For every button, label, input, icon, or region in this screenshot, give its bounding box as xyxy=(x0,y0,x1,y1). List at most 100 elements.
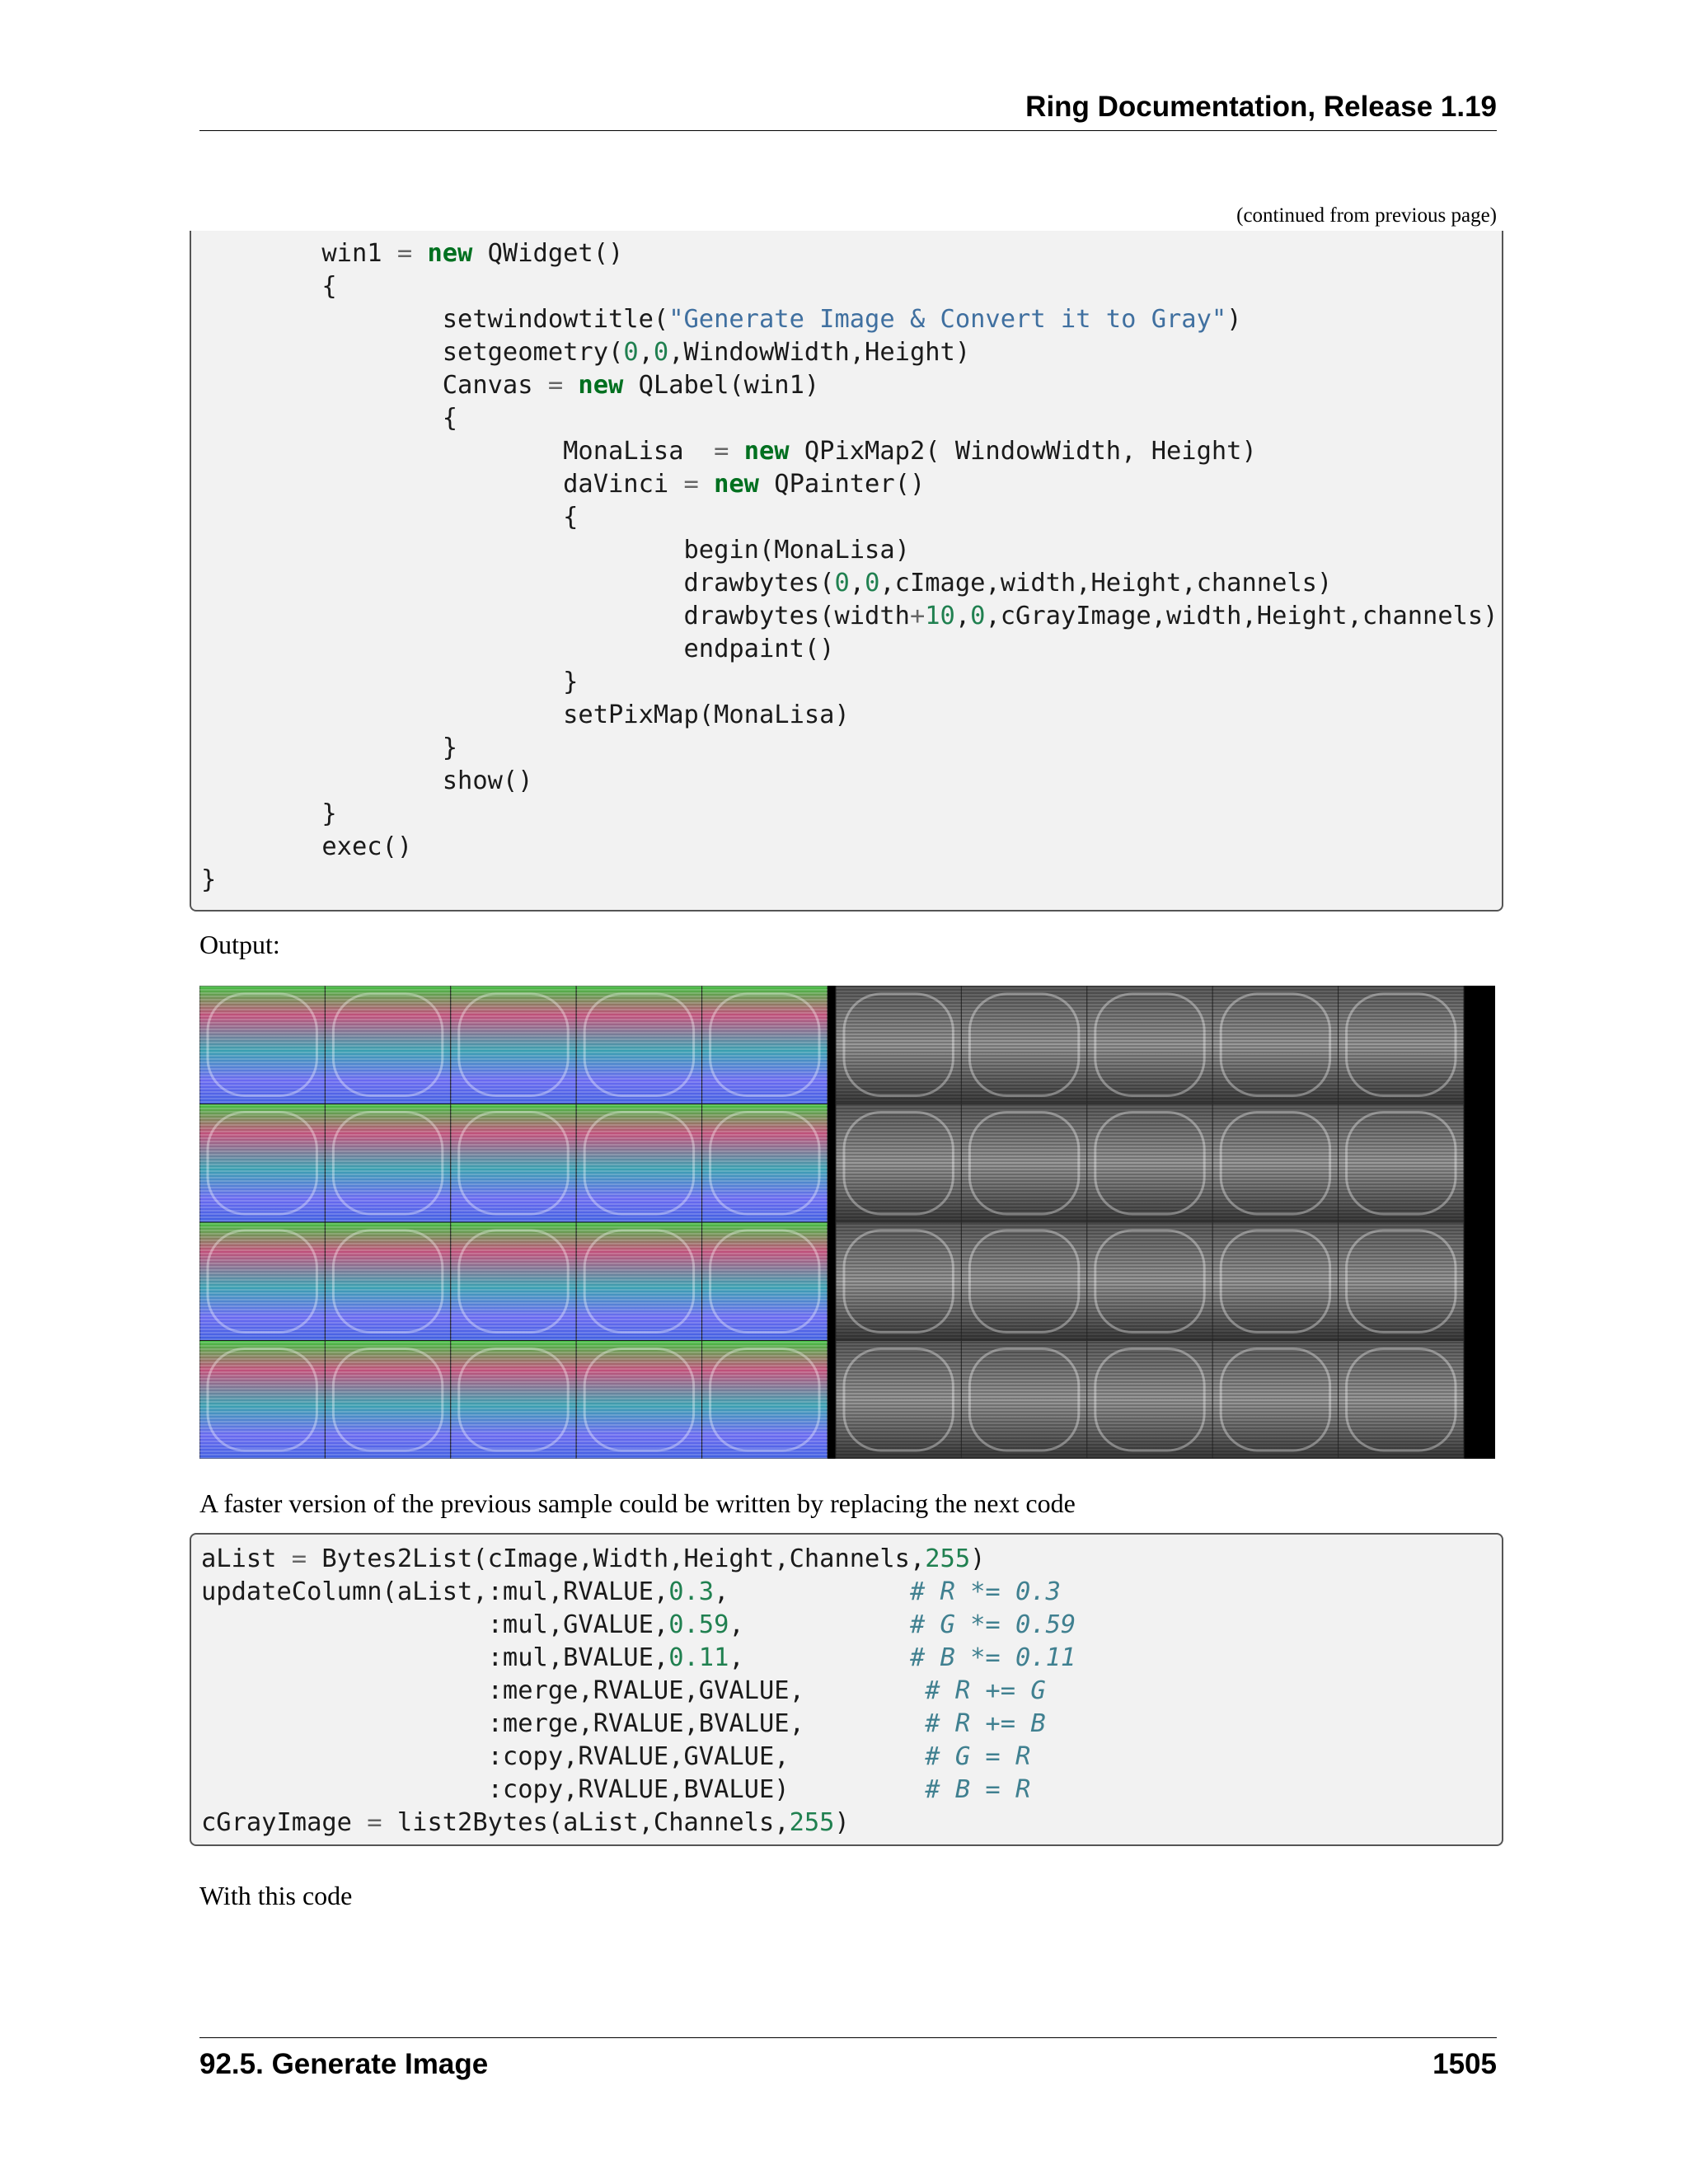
code-block-gui: win1 = new QWidget() { setwindowtitle("G… xyxy=(190,231,1503,912)
code-line: :merge,RVALUE,BVALUE, # R += B xyxy=(201,1708,1046,1741)
code-token: Bytes2List(cImage,Width,Height,Channels, xyxy=(307,1544,926,1573)
image-tile-curve xyxy=(457,1229,570,1333)
image-tile-texture xyxy=(1212,986,1339,1104)
image-tile-texture xyxy=(961,1340,1087,1459)
code-token: new xyxy=(714,470,759,499)
code-line: daVinci = new QPainter() xyxy=(201,468,925,501)
image-tile-texture xyxy=(576,1340,702,1459)
code-token: :copy,RVALUE,GVALUE, xyxy=(201,1742,926,1771)
gray-image-panel xyxy=(835,986,1465,1459)
code-token: :merge,RVALUE,BVALUE, xyxy=(201,1709,926,1738)
code-token: # R *= 0.3 xyxy=(909,1577,1061,1606)
code-token: QLabel(win1) xyxy=(623,371,820,400)
image-tile-curve xyxy=(842,1111,954,1216)
image-tile-texture xyxy=(1086,986,1213,1104)
code-token: setwindowtitle( xyxy=(201,305,669,334)
image-tile-texture xyxy=(576,986,702,1104)
image-tile-texture xyxy=(199,986,326,1104)
code-token: updateColumn(aList,:mul,RVALUE, xyxy=(201,1577,669,1606)
code-token: } xyxy=(201,799,337,828)
code-token: drawbytes( xyxy=(201,569,835,598)
image-tile-texture xyxy=(199,1222,326,1341)
color-image-panel xyxy=(199,986,828,1459)
code-token: # B *= 0.11 xyxy=(909,1643,1076,1672)
code-token: = xyxy=(291,1544,307,1573)
code-token: = xyxy=(714,437,729,466)
code-line: { xyxy=(201,501,578,534)
code-token: # B = R xyxy=(925,1775,1031,1804)
image-tile-texture xyxy=(1338,986,1464,1104)
image-tile-curve xyxy=(968,1347,1081,1452)
image-tile-curve xyxy=(1345,1229,1457,1333)
image-tile-curve xyxy=(1219,992,1332,1097)
code-token: ,cImage,width,Height,channels) xyxy=(879,569,1333,598)
code-line: win1 = new QWidget() xyxy=(201,237,623,270)
code-token: new xyxy=(743,437,790,466)
code-token: :mul,GVALUE, xyxy=(201,1610,669,1639)
code-token: # G *= 0.59 xyxy=(909,1610,1076,1639)
image-tile-texture xyxy=(961,986,1087,1104)
image-tile-texture xyxy=(325,986,451,1104)
code-token xyxy=(699,470,714,499)
image-tile-curve xyxy=(709,1229,821,1333)
code-line: :merge,RVALUE,GVALUE, # R += G xyxy=(201,1675,1046,1708)
code-token: 0.59 xyxy=(668,1610,729,1639)
paragraph-faster-version: A faster version of the previous sample … xyxy=(199,1488,1076,1518)
code-token xyxy=(412,239,427,268)
image-tile-curve xyxy=(1345,1347,1457,1452)
image-tile-curve xyxy=(206,992,318,1097)
code-token: = xyxy=(683,470,699,499)
code-token: , xyxy=(849,569,865,598)
image-tile-curve xyxy=(842,992,954,1097)
code-token: :merge,RVALUE,GVALUE, xyxy=(201,1676,926,1705)
image-tile-texture xyxy=(1338,1104,1464,1222)
image-tile-texture xyxy=(701,986,828,1104)
code-token: list2Bytes(aList,Channels, xyxy=(382,1808,790,1837)
code-token: = xyxy=(547,371,564,400)
image-tile-texture xyxy=(450,1340,577,1459)
image-tile-texture xyxy=(1338,1222,1464,1341)
code-token: } xyxy=(201,668,579,696)
code-token: 0 xyxy=(653,338,669,367)
image-tile-texture xyxy=(836,1340,962,1459)
code-line: :mul,BVALUE,0.11, # B *= 0.11 xyxy=(201,1642,1076,1675)
image-tile-curve xyxy=(1094,992,1206,1097)
code-line: } xyxy=(201,666,578,699)
image-tile-curve xyxy=(1094,1111,1206,1216)
image-tile-curve xyxy=(583,1229,696,1333)
footer-page-number: 1505 xyxy=(1432,2048,1497,2080)
image-tile-curve xyxy=(842,1229,954,1333)
image-tile-curve xyxy=(331,1347,444,1452)
code-line: setwindowtitle("Generate Image & Convert… xyxy=(201,303,1242,336)
image-tile-curve xyxy=(709,992,821,1097)
code-token: Canvas xyxy=(201,371,548,400)
code-token xyxy=(729,437,743,466)
code-line: cGrayImage = list2Bytes(aList,Channels,2… xyxy=(201,1807,850,1840)
code-token xyxy=(563,371,578,400)
code-token: } xyxy=(201,865,217,894)
code-token: 0 xyxy=(623,338,639,367)
code-token: , xyxy=(954,602,971,630)
image-tile-curve xyxy=(709,1347,821,1452)
image-tile-texture xyxy=(836,1104,962,1222)
image-tile-texture xyxy=(961,1222,1087,1341)
code-token: show() xyxy=(201,766,533,795)
code-line: begin(MonaLisa) xyxy=(201,534,909,567)
code-token: { xyxy=(201,272,337,301)
image-tile-curve xyxy=(968,1229,1081,1333)
image-tile-texture xyxy=(576,1222,702,1341)
image-tile-texture xyxy=(1086,1104,1213,1222)
document-title: Ring Documentation, Release 1.19 xyxy=(1025,91,1497,123)
footer-section: 92.5. Generate Image xyxy=(199,2048,489,2080)
code-line: } xyxy=(201,798,337,831)
output-image xyxy=(199,986,1495,1459)
code-token: aList xyxy=(201,1544,292,1573)
image-tile-curve xyxy=(1345,992,1457,1097)
code-token: ) xyxy=(834,1808,850,1837)
code-line: setgeometry(0,0,WindowWidth,Height) xyxy=(201,336,970,369)
image-tile-curve xyxy=(842,1347,954,1452)
image-tile-texture xyxy=(1086,1222,1213,1341)
code-token: cGrayImage xyxy=(201,1808,368,1837)
image-tile-curve xyxy=(583,992,696,1097)
image-tile-curve xyxy=(1219,1229,1332,1333)
